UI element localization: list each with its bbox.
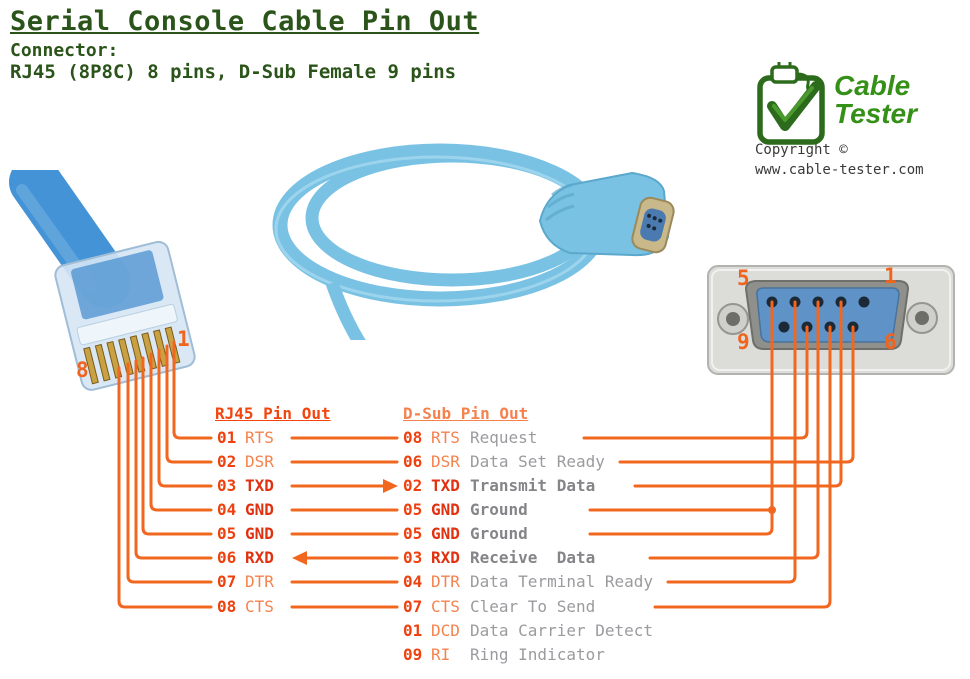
dsub-pin9-label: 9 [737, 330, 750, 354]
dsub-signal: TXD [431, 476, 460, 495]
dsub-signal: CTS [431, 597, 460, 616]
rj45-pin-number: 04 [217, 500, 237, 519]
rj45-signal: RTS [245, 428, 274, 447]
dsub-pin-number: 05 [403, 500, 423, 519]
table-row: 01 DCD Data Carrier Detect [217, 621, 937, 641]
rj45-pin-number: 07 [217, 572, 237, 591]
table-row: 08 CTS 07 CTS Clear To Send [217, 597, 937, 617]
cable-tester-logo: Cable Tester [752, 62, 962, 182]
table-row: 05 GND 05 GND Ground [217, 524, 937, 544]
rj45-pin-number: 05 [217, 524, 237, 543]
dsub-pin-number: 03 [403, 548, 423, 567]
table-row: 09 RI Ring Indicator [217, 645, 937, 665]
signal-description: Ground [470, 500, 528, 519]
signal-description: Ring Indicator [470, 645, 605, 664]
dsub-column-header: D-Sub Pin Out [403, 404, 529, 423]
rj45-signal: DTR [245, 572, 274, 591]
rj45-signal: GND [245, 524, 274, 543]
dsub-pin-number: 08 [403, 428, 423, 447]
rj45-signal: CTS [245, 597, 274, 616]
clipboard-check-icon [757, 62, 825, 145]
rj45-pin-number: 06 [217, 548, 237, 567]
rj45-pin1-label: 1 [177, 327, 190, 351]
dsub-pin-number: 06 [403, 452, 423, 471]
dsub-signal: DCD [431, 621, 460, 640]
subtitle-connector: Connector: [10, 40, 119, 61]
console-cable-photo [272, 143, 675, 340]
dsub-signal: GND [431, 524, 460, 543]
logo-word-cable: Cable [834, 70, 911, 101]
dsub-signal: RI [431, 645, 451, 664]
rj45-pin-number: 03 [217, 476, 237, 495]
table-row: 03 TXD 02 TXD Transmit Data [217, 476, 937, 496]
dsub-pin-number: 02 [403, 476, 423, 495]
rj45-connector-photo [9, 170, 196, 391]
signal-description: Ground [470, 524, 528, 543]
signal-description: Clear To Send [470, 597, 596, 616]
rj45-signal: DSR [245, 452, 274, 471]
rj45-pin-number: 01 [217, 428, 237, 447]
signal-description: Data Terminal Ready [470, 572, 654, 591]
rj45-column-header: RJ45 Pin Out [215, 404, 331, 423]
logo-word-tester: Tester [834, 98, 918, 129]
rj45-pin-number: 02 [217, 452, 237, 471]
dsub-pin-number: 04 [403, 572, 423, 591]
dsub-pin6-label: 6 [884, 330, 897, 354]
signal-description: Request [470, 428, 538, 447]
signal-description: Transmit Data [470, 476, 596, 495]
dsub-signal: DTR [431, 572, 460, 591]
dsub-signal: GND [431, 500, 460, 519]
rj45-signal: GND [245, 500, 274, 519]
rj45-signal: RXD [245, 548, 274, 567]
rj45-signal: TXD [245, 476, 274, 495]
page-title: Serial Console Cable Pin Out [10, 6, 480, 37]
dsub-pin-number: 01 [403, 621, 423, 640]
subtitle-connector-types: RJ45 (8P8C) 8 pins, D-Sub Female 9 pins [10, 61, 457, 83]
dsub-pin1-label: 1 [884, 264, 897, 288]
dsub-pin5-label: 5 [737, 266, 750, 290]
table-row: 02 DSR 06 DSR Data Set Ready [217, 452, 937, 472]
copyright-text: Copyright © [755, 142, 848, 158]
signal-description: Receive Data [470, 548, 596, 567]
table-row: 07 DTR 04 DTR Data Terminal Ready [217, 572, 937, 592]
rj45-pin8-label: 8 [76, 358, 89, 382]
dsub-pin-number: 09 [403, 645, 423, 664]
signal-description: Data Set Ready [470, 452, 605, 471]
table-row: 06 RXD 03 RXD Receive Data [217, 548, 937, 568]
dsub-signal: DSR [431, 452, 460, 471]
dsub-pin-number: 05 [403, 524, 423, 543]
table-row: 01 RTS 08 RTS Request [217, 428, 937, 448]
rj45-pin-number: 08 [217, 597, 237, 616]
dsub-signal: RTS [431, 428, 460, 447]
signal-description: Data Carrier Detect [470, 621, 654, 640]
copyright-url: www.cable-tester.com [755, 162, 924, 178]
dsub-pin-number: 07 [403, 597, 423, 616]
table-row: 04 GND 05 GND Ground [217, 500, 937, 520]
dsub-signal: RXD [431, 548, 460, 567]
